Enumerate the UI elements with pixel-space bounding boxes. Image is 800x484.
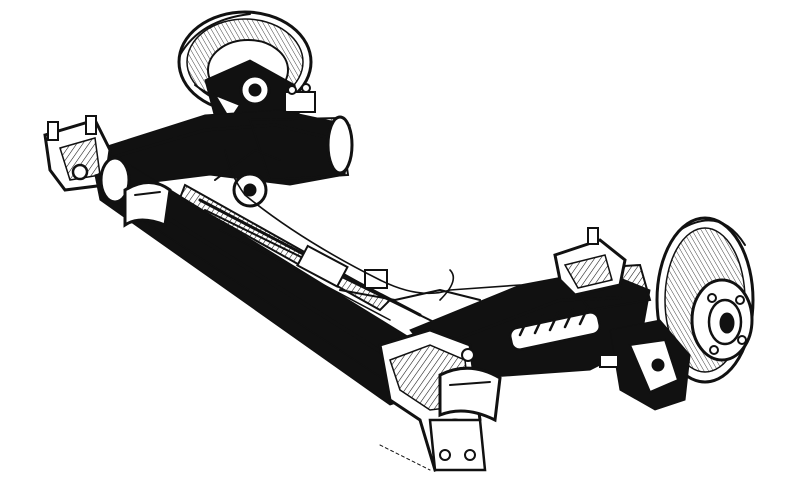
right-mount-bracket xyxy=(378,328,496,473)
right-brake-caliper xyxy=(599,319,691,411)
left-trailing-arm xyxy=(94,109,354,186)
right-spring-damper xyxy=(508,305,602,351)
central-linkage xyxy=(178,149,481,326)
beam-clamp-left xyxy=(123,181,172,228)
left-mount-bracket xyxy=(43,115,112,192)
brake-lines xyxy=(224,149,561,301)
right-hub-assembly xyxy=(690,278,754,362)
ground-shadow xyxy=(379,444,431,471)
beam-clamp-right xyxy=(438,348,502,423)
right-upper-bracket xyxy=(553,227,627,297)
